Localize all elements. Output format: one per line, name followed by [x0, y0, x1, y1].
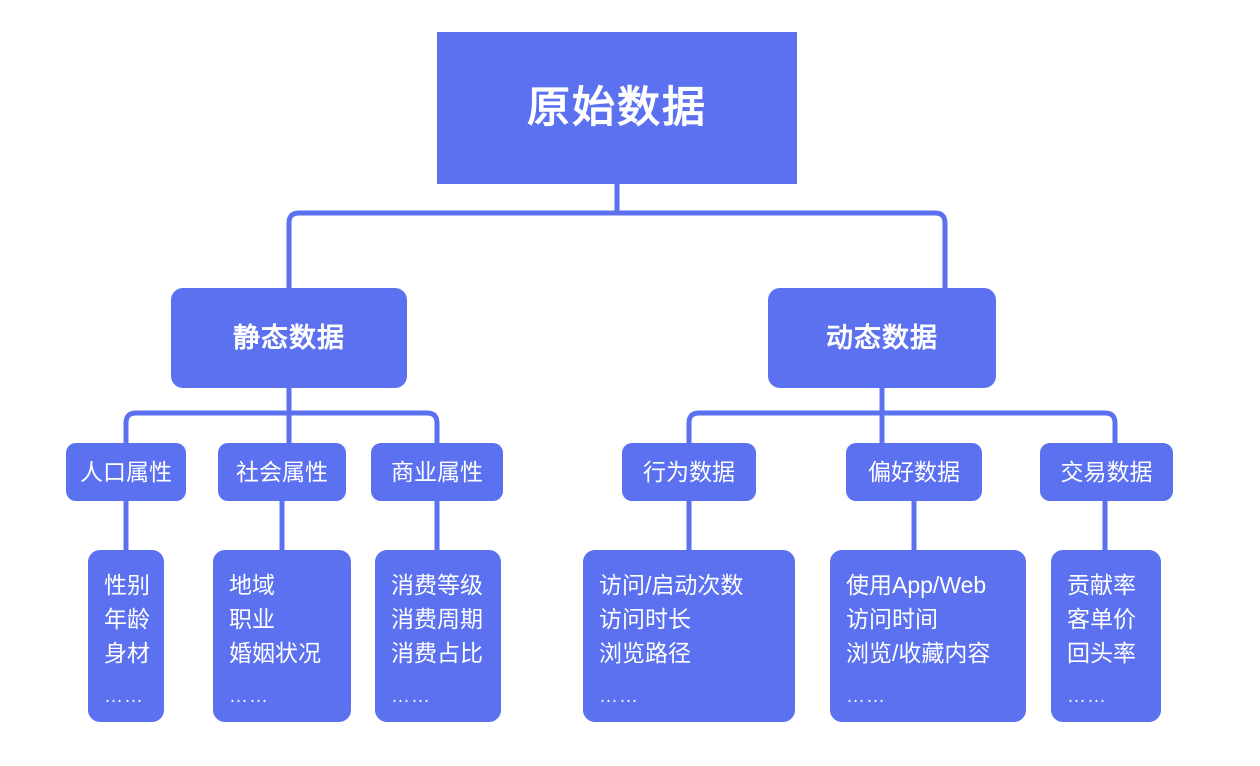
leaf-population-attributes-items[interactable]: 性别 年龄 身材 …… — [88, 550, 164, 722]
connector-static-bus — [123, 410, 440, 443]
node-category-label: 商业属性 — [391, 458, 483, 485]
leaf-item: 年龄 — [104, 606, 150, 632]
node-category-social-attributes[interactable]: 社会属性 — [218, 443, 346, 501]
node-branch-dynamic-data[interactable]: 动态数据 — [768, 288, 996, 388]
leaf-item: 身材 — [104, 640, 150, 666]
node-category-label: 偏好数据 — [868, 458, 960, 485]
node-category-label: 行为数据 — [643, 458, 735, 485]
leaf-item: 回头率 — [1067, 640, 1136, 666]
connector-root-bus — [286, 210, 948, 288]
leaf-item: 地域 — [229, 572, 275, 598]
leaf-commercial-attributes-items[interactable]: 消费等级 消费周期 消费占比 …… — [375, 550, 501, 722]
node-category-label: 社会属性 — [236, 458, 328, 485]
node-branch-dynamic-label: 动态数据 — [826, 322, 938, 353]
leaf-item: 消费占比 — [391, 640, 483, 666]
leaf-preference-data-items[interactable]: 使用App/Web 访问时间 浏览/收藏内容 …… — [830, 550, 1026, 722]
leaf-ellipsis: …… — [846, 686, 886, 707]
node-category-commercial-attributes[interactable]: 商业属性 — [371, 443, 503, 501]
leaf-item: 职业 — [229, 606, 275, 632]
leaf-item: 性别 — [104, 572, 150, 598]
leaf-social-attributes-items[interactable]: 地域 职业 婚姻状况 …… — [213, 550, 351, 722]
node-branch-static-label: 静态数据 — [233, 322, 345, 353]
leaf-ellipsis: …… — [104, 686, 144, 707]
leaf-item: 访问/启动次数 — [599, 572, 744, 598]
leaf-item: 访问时间 — [846, 606, 938, 632]
node-category-transaction-data[interactable]: 交易数据 — [1040, 443, 1173, 501]
leaf-item: 使用App/Web — [846, 572, 987, 598]
node-root-label: 原始数据 — [527, 83, 707, 132]
node-category-preference-data[interactable]: 偏好数据 — [846, 443, 982, 501]
leaf-ellipsis: …… — [599, 686, 639, 707]
leaf-ellipsis: …… — [229, 686, 269, 707]
leaf-item: 消费周期 — [391, 606, 483, 632]
leaf-ellipsis: …… — [391, 686, 431, 707]
leaf-item: 消费等级 — [391, 572, 483, 598]
leaf-item: 客单价 — [1067, 606, 1136, 632]
node-category-behavior-data[interactable]: 行为数据 — [622, 443, 756, 501]
leaf-ellipsis: …… — [1067, 686, 1107, 707]
connector-dynamic-bus — [686, 410, 1118, 443]
leaf-item: 浏览/收藏内容 — [846, 640, 991, 666]
leaf-behavior-data-items[interactable]: 访问/启动次数 访问时长 浏览路径 …… — [583, 550, 795, 722]
leaf-item: 婚姻状况 — [229, 640, 321, 666]
node-category-label: 人口属性 — [80, 458, 172, 485]
leaf-item: 浏览路径 — [599, 640, 691, 666]
node-category-population-attributes[interactable]: 人口属性 — [66, 443, 186, 501]
leaf-item: 贡献率 — [1067, 572, 1136, 598]
node-category-label: 交易数据 — [1060, 458, 1153, 485]
leaf-item: 访问时长 — [599, 606, 691, 632]
leaf-transaction-data-items[interactable]: 贡献率 客单价 回头率 …… — [1051, 550, 1161, 722]
node-branch-static-data[interactable]: 静态数据 — [171, 288, 407, 388]
node-root-raw-data[interactable]: 原始数据 — [437, 32, 797, 184]
